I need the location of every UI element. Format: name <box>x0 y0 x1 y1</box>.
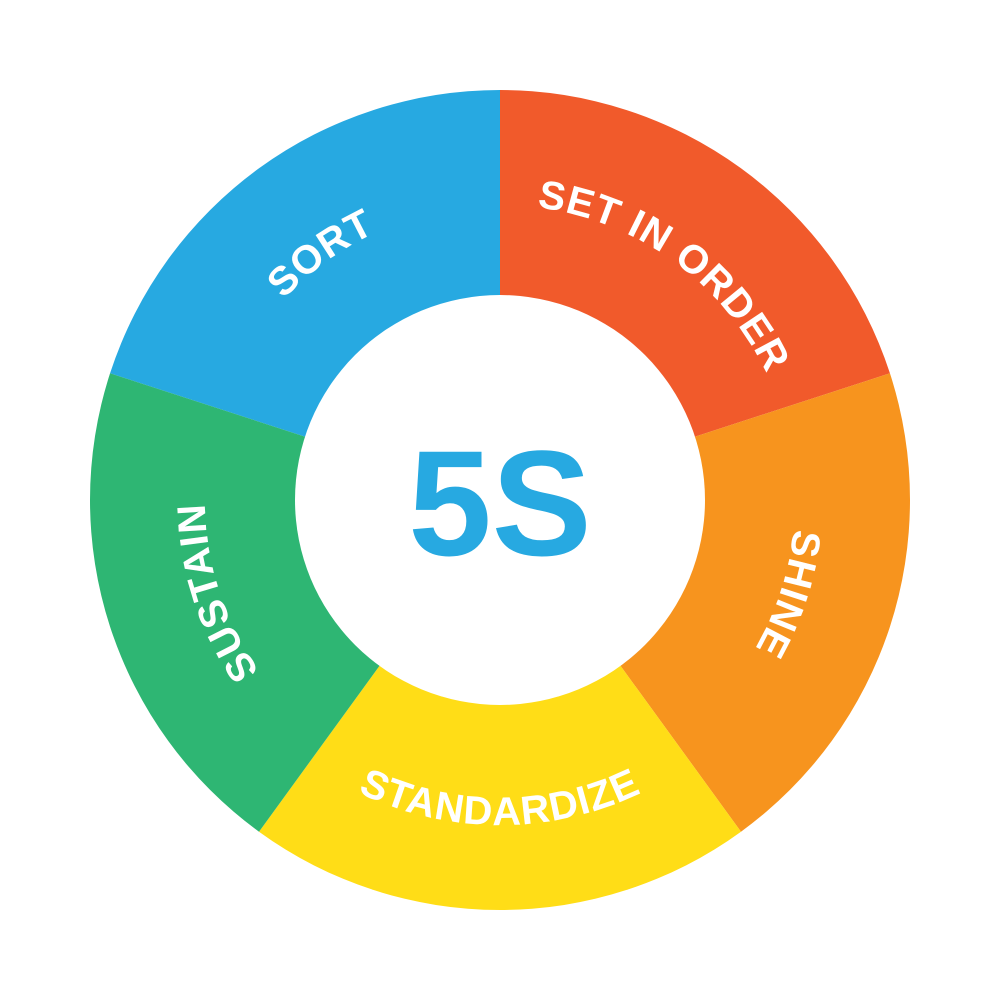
segment-standardize <box>259 661 741 911</box>
segment-sustain <box>90 373 383 832</box>
segment-shine <box>617 373 910 832</box>
center-label-5s: 5S <box>408 419 591 587</box>
segment-set-in-order <box>500 90 890 439</box>
segment-sort <box>110 90 500 439</box>
center-circle <box>295 295 705 705</box>
